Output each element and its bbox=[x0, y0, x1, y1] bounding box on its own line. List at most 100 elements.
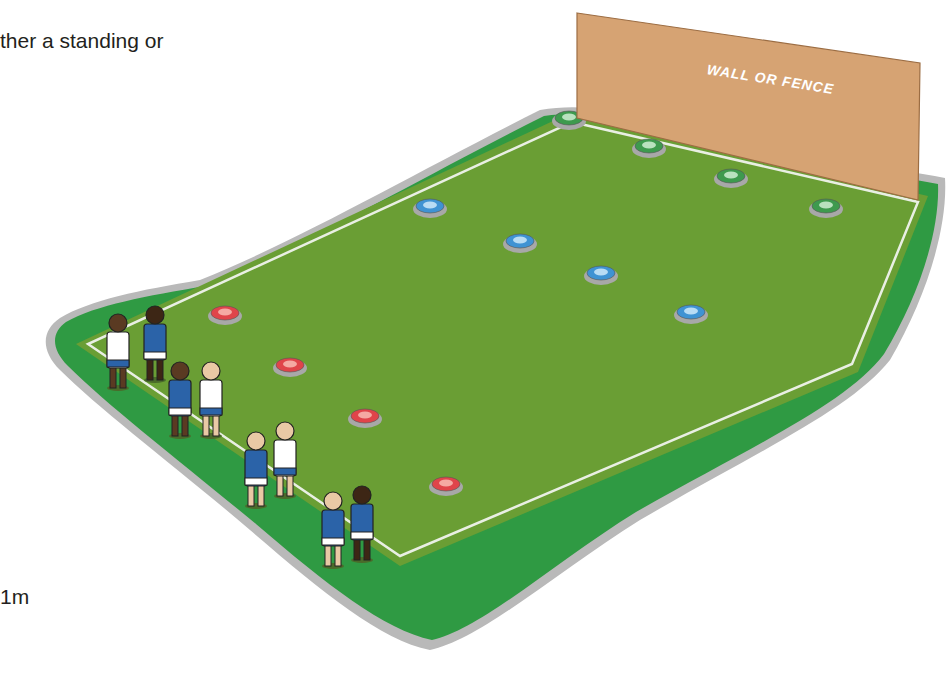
marker-cone bbox=[632, 139, 666, 158]
player-leg bbox=[364, 538, 370, 560]
player-head bbox=[202, 362, 220, 380]
player-head bbox=[146, 306, 164, 324]
pitch-surround bbox=[55, 114, 938, 640]
cone-shadow bbox=[273, 359, 307, 377]
cone-top bbox=[283, 361, 297, 368]
cone-base bbox=[506, 234, 534, 248]
player-leg bbox=[258, 484, 264, 506]
cone-top bbox=[439, 480, 453, 487]
player-leg bbox=[147, 358, 153, 380]
player-body bbox=[200, 380, 222, 416]
player-leg bbox=[213, 414, 219, 436]
pitch-surface bbox=[76, 114, 928, 566]
cone-top bbox=[594, 269, 608, 276]
player-body bbox=[245, 450, 267, 486]
cone-shadow bbox=[208, 307, 242, 325]
player-figure bbox=[322, 492, 344, 569]
cone-shadow bbox=[503, 235, 537, 253]
wall-panel: WALL OR FENCE bbox=[577, 13, 922, 203]
player-body bbox=[322, 510, 344, 546]
page-text: ther a standing or bbox=[0, 29, 163, 53]
marker-cone bbox=[584, 266, 618, 285]
marker-cone bbox=[714, 169, 748, 188]
cone-base bbox=[677, 305, 705, 319]
marker-cone bbox=[809, 199, 843, 218]
cone-base bbox=[416, 199, 444, 213]
cone-top bbox=[423, 202, 437, 209]
cone-base bbox=[351, 409, 379, 423]
player-leg bbox=[182, 414, 188, 436]
marker-cone bbox=[429, 477, 463, 496]
player-shorts bbox=[200, 408, 222, 415]
cone-shadow bbox=[632, 140, 666, 158]
marker-cone bbox=[413, 199, 447, 218]
marker-cone bbox=[503, 234, 537, 253]
player-shorts bbox=[144, 352, 166, 359]
player-figure bbox=[245, 432, 267, 509]
cone-shadow bbox=[674, 306, 708, 324]
marker-cone bbox=[208, 306, 242, 325]
player-head bbox=[171, 362, 189, 380]
player-leg bbox=[203, 414, 209, 436]
player-shorts bbox=[107, 360, 129, 367]
player-leg bbox=[172, 414, 178, 436]
player-shorts bbox=[274, 468, 296, 475]
cone-top bbox=[562, 114, 576, 121]
cone-group bbox=[208, 111, 843, 496]
cone-base bbox=[587, 266, 615, 280]
player-figure bbox=[144, 306, 166, 383]
player-figure bbox=[107, 314, 129, 391]
cone-shadow bbox=[429, 478, 463, 496]
cone-top bbox=[819, 202, 833, 209]
page-text: 1m bbox=[0, 585, 29, 609]
player-body bbox=[274, 440, 296, 476]
player-body bbox=[351, 504, 373, 540]
cone-base bbox=[276, 358, 304, 372]
cone-base bbox=[812, 199, 840, 213]
cone-top bbox=[684, 308, 698, 315]
cone-top bbox=[642, 142, 656, 149]
player-figure bbox=[200, 362, 222, 439]
cone-shadow bbox=[584, 267, 618, 285]
player-body bbox=[107, 332, 129, 368]
player-shorts bbox=[169, 408, 191, 415]
player-shorts bbox=[245, 478, 267, 485]
player-head bbox=[276, 422, 294, 440]
player-figure bbox=[351, 486, 373, 563]
pitch-boundary bbox=[88, 122, 918, 556]
player-leg bbox=[120, 366, 126, 388]
cone-base bbox=[635, 139, 663, 153]
cone-top bbox=[513, 237, 527, 244]
cone-top bbox=[724, 172, 738, 179]
player-group bbox=[107, 306, 373, 569]
player-head bbox=[109, 314, 127, 332]
player-shorts bbox=[322, 538, 344, 545]
player-figure bbox=[274, 422, 296, 499]
wall-fill bbox=[577, 13, 920, 200]
player-head bbox=[247, 432, 265, 450]
player-leg bbox=[335, 544, 341, 566]
cone-base bbox=[211, 306, 239, 320]
player-leg bbox=[157, 358, 163, 380]
player-leg bbox=[354, 538, 360, 560]
player-leg bbox=[248, 484, 254, 506]
marker-cone bbox=[273, 358, 307, 377]
marker-cone bbox=[348, 409, 382, 428]
wall-outline bbox=[577, 13, 922, 203]
pitch-shadow bbox=[46, 107, 946, 650]
player-head bbox=[353, 486, 371, 504]
cone-top bbox=[218, 309, 232, 316]
cone-top bbox=[358, 412, 372, 419]
cone-base bbox=[432, 477, 460, 491]
player-body bbox=[144, 324, 166, 360]
cone-base bbox=[717, 169, 745, 183]
marker-cone bbox=[674, 305, 708, 324]
player-leg bbox=[277, 474, 283, 496]
cone-shadow bbox=[809, 200, 843, 218]
cone-shadow bbox=[714, 170, 748, 188]
player-head bbox=[324, 492, 342, 510]
player-body bbox=[169, 380, 191, 416]
cone-shadow bbox=[413, 200, 447, 218]
player-leg bbox=[110, 366, 116, 388]
